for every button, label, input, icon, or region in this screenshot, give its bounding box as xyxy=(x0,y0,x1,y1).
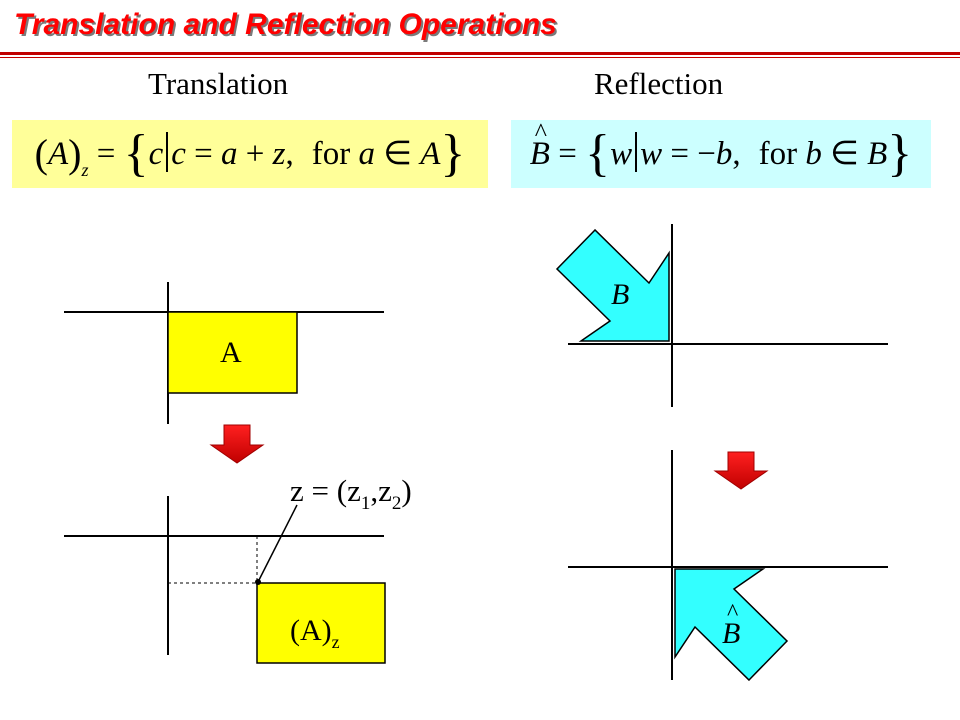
set-a-label: A xyxy=(220,336,242,369)
displacement-pointer xyxy=(258,504,298,581)
down-arrow-icon xyxy=(209,424,265,464)
translation-guides xyxy=(168,536,258,584)
displacement-point xyxy=(255,579,261,585)
down-arrow-icon xyxy=(713,451,769,490)
reflection-heading: Reflection xyxy=(594,66,724,101)
reflection-result-axes xyxy=(568,450,888,680)
page-title: Translation and Reflection Operations xyxy=(14,8,557,41)
title-underline xyxy=(0,52,960,55)
reflection-original-axes xyxy=(568,224,888,407)
translated-set-label: (A)z xyxy=(290,614,340,652)
svg-text:B: B xyxy=(722,617,740,650)
translation-heading: Translation xyxy=(148,66,289,101)
reflected-set-label: B ^ xyxy=(722,600,740,650)
reflected-set-arrow-shape xyxy=(674,568,789,682)
set-b-arrow-shape xyxy=(555,228,670,342)
translated-set-rectangle xyxy=(256,582,386,664)
set-b-label: B xyxy=(611,278,629,311)
svg-text:^: ^ xyxy=(727,600,738,626)
set-a-rectangle xyxy=(167,311,298,394)
title-underline-thin xyxy=(0,57,960,58)
displacement-vector-label: z = (z1,z2) xyxy=(290,473,412,514)
translation-result-axes xyxy=(64,496,384,655)
